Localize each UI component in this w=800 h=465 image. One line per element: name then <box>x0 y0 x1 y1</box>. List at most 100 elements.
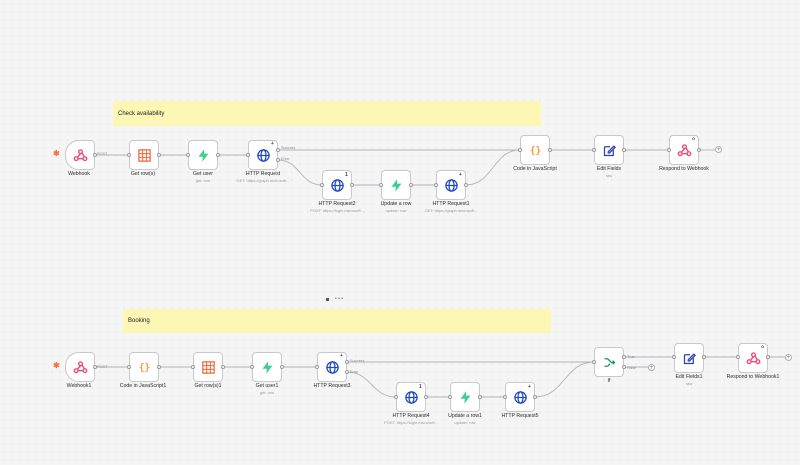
edge-label: False <box>627 366 637 370</box>
pager-dots: • • • <box>335 296 344 302</box>
connector-port[interactable] <box>93 365 97 369</box>
add-node-button[interactable]: + <box>715 146 722 153</box>
globe-icon <box>404 390 418 404</box>
connector-port[interactable] <box>503 395 507 399</box>
node-badge: + <box>528 384 531 390</box>
connector-port[interactable] <box>280 365 284 369</box>
webhook-icon <box>746 351 760 364</box>
connector-port[interactable] <box>622 365 626 369</box>
node-edit-fields1[interactable] <box>674 343 704 373</box>
connector-port[interactable] <box>350 183 354 187</box>
add-node-button[interactable]: + <box>648 364 655 371</box>
node-label: Code in JavaScript1 <box>119 383 167 389</box>
node-get-rows1[interactable] <box>193 352 223 382</box>
node-if[interactable] <box>594 347 624 377</box>
connector-port[interactable] <box>672 355 676 359</box>
node-subtitle: POST: https://login.microsoft... <box>310 209 364 213</box>
node-get-user[interactable] <box>188 140 218 170</box>
node-badge: O <box>692 136 696 141</box>
node-http-request2[interactable] <box>322 170 352 200</box>
connector-port[interactable] <box>518 148 522 152</box>
node-http-request[interactable] <box>248 140 278 170</box>
node-code-javascript[interactable]: {} <box>520 135 550 165</box>
node-http-request4[interactable] <box>396 382 426 412</box>
edge-label: Error <box>350 370 359 374</box>
node-webhook1[interactable] <box>65 352 95 382</box>
connector-port[interactable] <box>424 395 428 399</box>
connector-port[interactable] <box>315 365 319 369</box>
connector-port[interactable] <box>622 148 626 152</box>
connector-port[interactable] <box>186 153 190 157</box>
connector-port[interactable] <box>697 148 701 152</box>
node-label: Webhook1 <box>66 383 92 389</box>
node-label: HTTP Request5 <box>501 413 539 419</box>
supabase-icon <box>391 178 401 192</box>
connector-port[interactable] <box>409 183 413 187</box>
connector-port[interactable] <box>533 395 537 399</box>
node-label: Update a row <box>380 201 412 207</box>
node-http-request3[interactable] <box>317 352 347 382</box>
node-label: Get user1 <box>255 383 279 389</box>
connector-port[interactable] <box>157 365 161 369</box>
trigger-lightning-icon: ✱ <box>53 361 60 370</box>
connector-port[interactable] <box>592 148 596 152</box>
node-update-row1[interactable] <box>450 382 480 412</box>
node-badge: + <box>271 141 274 147</box>
node-subtitle: update: row <box>385 209 407 213</box>
trigger-lightning-icon: ✱ <box>53 149 60 158</box>
connector-port[interactable] <box>766 355 770 359</box>
node-get-rows[interactable] <box>129 140 159 170</box>
edge-label: True <box>627 355 635 359</box>
connector-port[interactable] <box>246 153 250 157</box>
connector-port[interactable] <box>320 183 324 187</box>
connector-port[interactable] <box>345 370 349 374</box>
node-subtitle: GET: https://graph.microsoft... <box>236 179 290 183</box>
add-node-button[interactable]: + <box>785 354 792 361</box>
connector-port[interactable] <box>379 183 383 187</box>
connector-port[interactable] <box>191 365 195 369</box>
connector-port[interactable] <box>464 183 468 187</box>
node-edit-fields[interactable] <box>594 135 624 165</box>
node-subtitle: raw <box>605 174 613 178</box>
supabase-icon <box>262 360 272 374</box>
connector-port[interactable] <box>736 355 740 359</box>
if-icon <box>604 357 615 367</box>
node-webhook[interactable] <box>65 140 95 170</box>
node-update-row[interactable] <box>381 170 411 200</box>
sticky-note-text: Check availability <box>118 110 165 117</box>
pager-dot-active[interactable] <box>326 298 329 301</box>
sticky-note-check-availability[interactable]: Check availability <box>113 101 541 126</box>
connector-port[interactable] <box>157 153 161 157</box>
node-subtitle: GET: https://graph.microsoft... <box>424 209 478 213</box>
connector-port[interactable] <box>667 148 671 152</box>
connector-port[interactable] <box>127 153 131 157</box>
connector-port[interactable] <box>548 148 552 152</box>
node-subtitle: get: row <box>259 391 275 395</box>
canvas-pager[interactable]: • • • <box>326 297 343 302</box>
connector-port[interactable] <box>276 148 280 152</box>
connector-port[interactable] <box>250 365 254 369</box>
node-code-javascript1[interactable]: {} <box>129 352 159 382</box>
connector-port[interactable] <box>434 183 438 187</box>
node-label: Code in JavaScript <box>513 166 557 172</box>
connector-port[interactable] <box>478 395 482 399</box>
connector-port[interactable] <box>276 158 280 162</box>
node-label: Edit Fields1 <box>675 374 703 380</box>
connector-port[interactable] <box>216 153 220 157</box>
sticky-note-booking[interactable]: Booking <box>123 309 551 333</box>
connector-port[interactable] <box>93 153 97 157</box>
node-get-user1[interactable] <box>252 352 282 382</box>
globe-icon <box>325 360 339 374</box>
node-label: HTTP Request1 <box>432 201 470 207</box>
connector-port[interactable] <box>221 365 225 369</box>
connector-port[interactable] <box>702 355 706 359</box>
connector-port[interactable] <box>622 355 626 359</box>
connector-port[interactable] <box>592 360 596 364</box>
node-badge: 1 <box>419 384 422 390</box>
connector-port[interactable] <box>448 395 452 399</box>
supabase-icon <box>460 390 470 404</box>
connector-port[interactable] <box>345 360 349 364</box>
connector-port[interactable] <box>394 395 398 399</box>
connector-port[interactable] <box>127 365 131 369</box>
